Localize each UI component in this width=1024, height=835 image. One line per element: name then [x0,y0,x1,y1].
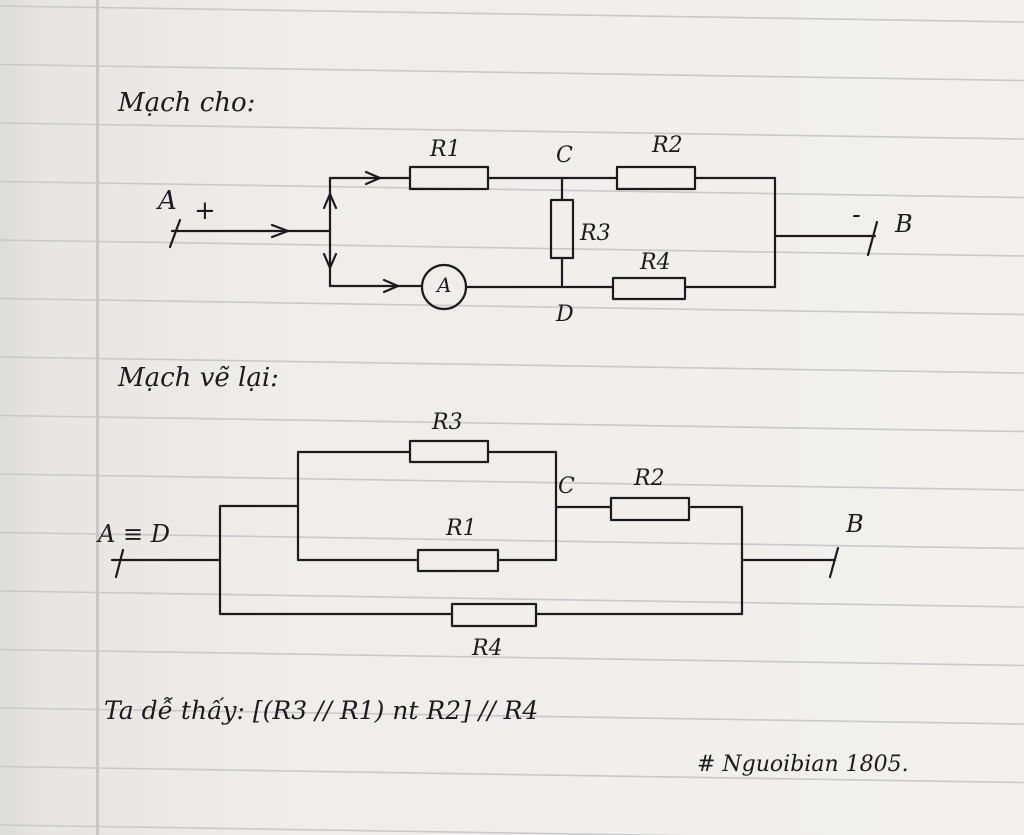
resistor-r2 [615,165,697,191]
arrow-up-icon [322,192,338,210]
arrow-icon [364,170,382,186]
ruled-line [0,356,1024,374]
label-r4: R4 [472,636,503,661]
ruled-line [0,590,1024,608]
wire-top-3 [693,176,777,289]
arrow-down-icon [322,252,338,270]
label-r1: R1 [430,137,461,162]
ruled-line [0,180,1024,199]
label-node-c: C [556,143,573,168]
heading-redrawn-circuit: Mạch vẽ lại: [118,363,279,393]
label-node-c: C [558,474,575,499]
ruled-line [0,5,1024,23]
resistor-r4 [450,602,538,628]
ruled-line [0,297,1024,316]
conclusion-text: Ta dễ thấy: [(R3 // R1) nt R2] // R4 [104,696,539,725]
arrow-icon [270,223,290,239]
ruled-line [0,63,1024,82]
label-node-ad: A ≡ D [98,520,170,548]
resistor-r2 [609,496,691,522]
label-minus: - [852,200,861,230]
label-terminal-b: B [846,510,864,538]
ruled-line [0,122,1024,140]
wire-r2-right [687,505,744,616]
label-r1: R1 [446,516,477,541]
terminal-a-mark [168,218,182,249]
resistor-r3 [408,439,490,464]
label-plus: + [194,196,216,226]
terminal-b-mark [866,220,879,257]
margin-line [96,0,99,835]
signature: # Nguoibian 1805. [697,752,909,777]
ruled-line [0,531,1024,550]
terminal-b-mark [828,546,840,579]
arrow-icon [382,278,400,294]
resistor-r1 [416,548,500,573]
resistor-r3 [549,198,575,260]
label-ammeter: A [437,273,452,297]
given-circuit [168,165,879,311]
label-r3: R3 [432,410,463,435]
label-r3: R3 [580,221,611,246]
ruled-line [0,473,1024,491]
resistor-r4 [611,276,687,301]
resistor-r1 [408,165,490,191]
heading-given-circuit: Mạch cho: [118,88,256,118]
label-terminal-b: B [895,210,913,238]
terminal-ad-mark [114,548,125,579]
ruled-line [0,765,1024,784]
ruled-line [0,414,1024,433]
ruled-line [0,648,1024,667]
label-terminal-a: A [158,186,177,216]
redrawn-circuit [110,439,840,628]
ruled-line [0,707,1024,725]
label-r2: R2 [634,466,665,491]
wire-r3-right [486,450,558,562]
label-node-d: D [556,302,574,327]
ruled-line [0,824,692,835]
label-r2: R2 [652,133,683,158]
label-r4: R4 [640,250,671,275]
